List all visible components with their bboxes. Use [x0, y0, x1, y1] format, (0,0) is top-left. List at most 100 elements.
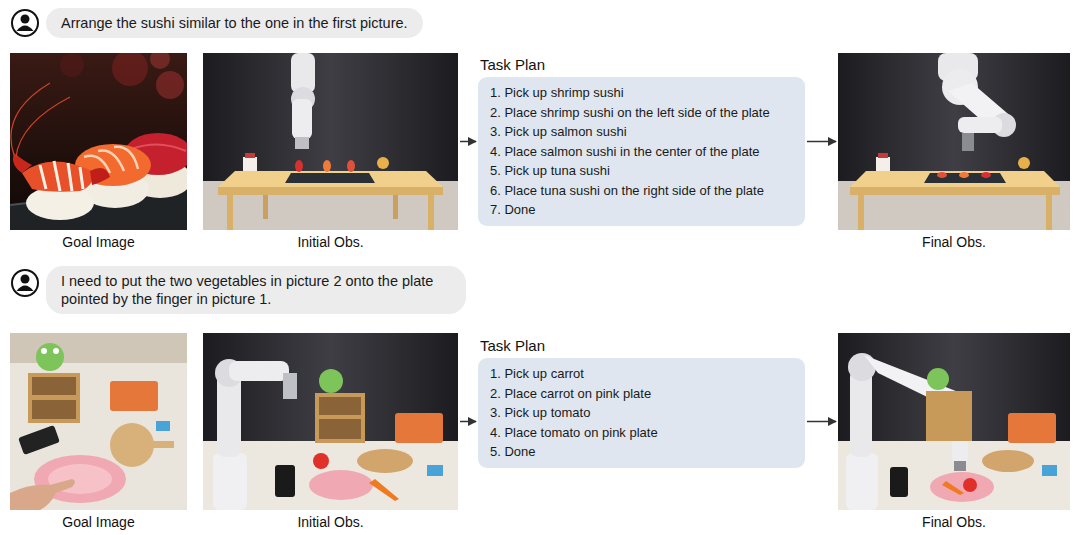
robot-scene [203, 53, 458, 230]
image-panel: Final Obs. [838, 333, 1070, 510]
tomato [963, 478, 977, 492]
robot-scene [838, 333, 1070, 510]
caption: Final Obs. [828, 234, 1080, 251]
tuna-sheen [132, 144, 186, 151]
phone [18, 425, 60, 455]
robot-gripper [954, 461, 966, 471]
basket [110, 381, 158, 411]
phone [890, 467, 908, 497]
table-leg [428, 195, 434, 230]
shrimp-stripes [40, 161, 83, 191]
robot-gripper [962, 133, 974, 151]
table-surface [10, 333, 187, 510]
table-top [850, 171, 1060, 187]
cutting-board [982, 450, 1034, 472]
blue-box [156, 421, 170, 431]
table-photo [10, 333, 187, 510]
user-icon [12, 10, 38, 36]
plan-step: 2. Place shrimp sushi on the left side o… [490, 103, 770, 123]
robot-base [846, 453, 878, 510]
pink-plate [309, 470, 373, 500]
speech-bubble: Arrange the sushi similar to the one in … [46, 8, 423, 38]
backdrop [838, 333, 1070, 510]
image-panel: Goal Image [10, 53, 187, 230]
table-leg [263, 195, 268, 219]
user-icon [12, 270, 38, 296]
pink-plate [930, 472, 994, 502]
sushi-piece [937, 172, 947, 178]
task-plan-box: Task Plan1. Pick up shrimp sushi2. Place… [478, 77, 805, 226]
plan-step: 5. Done [490, 442, 536, 462]
bokeh [60, 53, 84, 77]
plan-heading: Task Plan [480, 337, 545, 355]
table-leg [227, 195, 233, 230]
bubble-text: I need to put the two vegetables in pict… [61, 272, 451, 308]
bokeh [112, 50, 148, 86]
cup [876, 157, 890, 171]
user-icon-head [21, 275, 30, 284]
bokeh [150, 49, 170, 69]
board-handle [152, 441, 174, 448]
flow-arrow [807, 141, 836, 143]
flow-arrow [460, 141, 476, 143]
basket [1008, 413, 1056, 443]
user-icon-ring [12, 270, 38, 296]
robot-joint [848, 353, 876, 381]
caption: Initial Obs. [193, 234, 468, 251]
plan-step: 7. Done [490, 200, 536, 220]
caption: Final Obs. [828, 514, 1080, 531]
plan-step: 1. Pick up carrot [490, 364, 584, 384]
tomato [313, 453, 329, 469]
tray [285, 173, 375, 183]
robot-gripper [283, 373, 297, 399]
sushi-piece [295, 160, 303, 172]
shelf-slot [32, 400, 76, 419]
image-panel: Final Obs. [838, 53, 1070, 230]
frog-toy [927, 368, 949, 390]
plan-step: 1. Pick up shrimp sushi [490, 83, 624, 103]
table-top [218, 171, 443, 187]
cutting-board [110, 423, 154, 467]
shelf-slot [319, 419, 361, 439]
shelf [926, 391, 972, 441]
user-icon-head [21, 15, 30, 24]
sushi-piece [959, 172, 969, 178]
user-icon-body [17, 26, 34, 32]
flow-arrow [460, 421, 476, 423]
shelf-slot [32, 377, 76, 395]
robot-link [229, 361, 289, 381]
carrot [942, 481, 964, 495]
shrimp-antennae [11, 83, 70, 157]
frog-toy [319, 369, 343, 393]
bokeh [156, 71, 184, 99]
shelf [28, 373, 80, 423]
sushi-piece [323, 160, 331, 172]
speech-bubble: I need to put the two vegetables in pict… [46, 266, 466, 314]
image-panel: Initial Obs. [203, 53, 458, 230]
shelf-slot [319, 397, 361, 415]
floor [203, 181, 458, 230]
shrimp-body [22, 161, 93, 191]
backdrop [838, 53, 1070, 230]
table-edge [850, 187, 1060, 195]
plan-step: 3. Pick up salmon sushi [490, 122, 627, 142]
robot-gripper [295, 137, 309, 149]
sushi-piece [981, 172, 991, 178]
plan-step: 5. Pick up tuna sushi [490, 161, 610, 181]
table-surface [203, 441, 458, 510]
robot-scene [203, 333, 458, 510]
backdrop [203, 333, 458, 510]
tray [924, 173, 1006, 183]
cup-top [878, 153, 888, 158]
frog-toy [36, 343, 64, 371]
robot-base [213, 453, 247, 510]
cup-top [245, 153, 255, 158]
cup [243, 157, 257, 171]
sushi-piece [347, 160, 355, 172]
plan-step: 2. Place carrot on pink plate [490, 384, 651, 404]
plan-step: 6. Place tuna sushi on the right side of… [490, 181, 764, 201]
robot-link [292, 99, 312, 139]
table-leg [1046, 195, 1052, 230]
image-panel: Initial Obs. [203, 333, 458, 510]
